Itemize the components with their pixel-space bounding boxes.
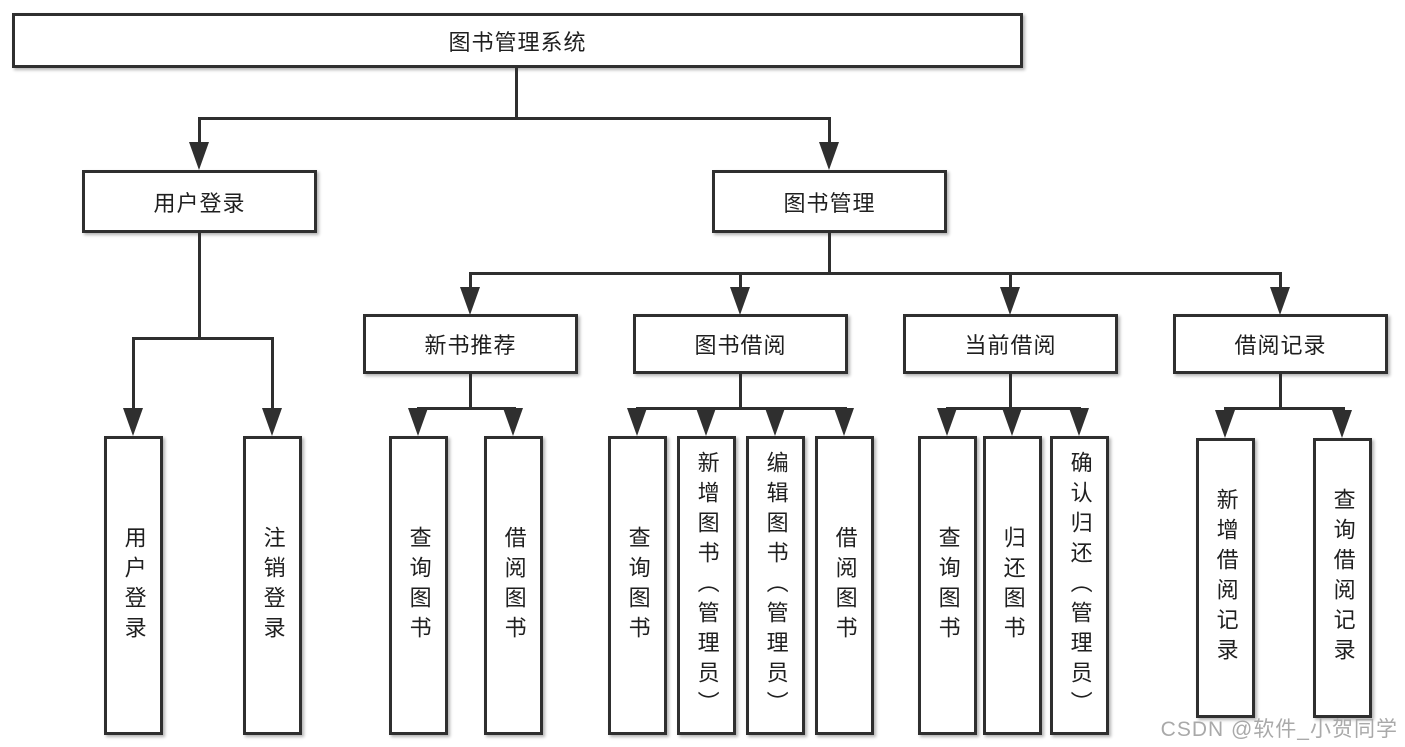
connector-vline xyxy=(1009,374,1012,410)
node-label: 新增图书（管理员） xyxy=(694,450,720,721)
arrow-down-icon xyxy=(1215,410,1235,438)
node-label: 查询借阅记录 xyxy=(1330,488,1356,668)
leaf-borrow-books-recommend: 借阅图书 xyxy=(484,436,543,735)
node-current-borrow: 当前借阅 xyxy=(903,314,1118,374)
connector-vline xyxy=(515,68,518,120)
node-label: 查询图书 xyxy=(406,525,432,646)
arrow-down-icon xyxy=(408,408,428,436)
connector-vline xyxy=(828,233,831,275)
arrow-down-icon xyxy=(1069,408,1089,436)
node-new-book-recommend: 新书推荐 xyxy=(363,314,578,374)
arrow-down-icon xyxy=(189,142,209,170)
connector-vline xyxy=(198,233,201,340)
node-label: 新书推荐 xyxy=(424,333,517,358)
connector-hline xyxy=(1224,407,1345,410)
node-label: 图书管理系统 xyxy=(448,29,587,55)
connector-vline xyxy=(469,374,472,410)
arrow-down-icon xyxy=(696,408,716,436)
arrow-down-icon xyxy=(819,142,839,170)
leaf-logout: 注销登录 xyxy=(243,436,302,735)
leaf-query-books-borrow: 查询图书 xyxy=(608,436,667,735)
leaf-user-login: 用户登录 xyxy=(104,436,163,735)
arrow-down-icon xyxy=(262,408,282,436)
connector-vline xyxy=(1279,272,1282,289)
arrow-down-icon xyxy=(1332,410,1352,438)
node-label: 当前借阅 xyxy=(964,333,1057,358)
node-label: 图书借阅 xyxy=(694,333,787,358)
leaf-query-books-recommend: 查询图书 xyxy=(389,436,448,735)
connector-hline xyxy=(469,272,1282,275)
node-label: 确认归还（管理员） xyxy=(1067,450,1093,721)
leaf-return-books: 归还图书 xyxy=(983,436,1042,735)
node-label: 用户登录 xyxy=(121,525,147,646)
csdn-watermark: CSDN @软件_小贺同学 xyxy=(1160,718,1398,741)
node-user-login: 用户登录 xyxy=(82,170,317,233)
arrow-down-icon xyxy=(1002,408,1022,436)
node-label: 注销登录 xyxy=(260,525,286,646)
leaf-query-borrow-record: 查询借阅记录 xyxy=(1313,438,1372,718)
connector-hline xyxy=(636,407,847,410)
leaf-edit-books-admin: 编辑图书（管理员） xyxy=(746,436,805,735)
connector-vline xyxy=(739,272,742,289)
arrow-down-icon xyxy=(503,408,523,436)
node-label: 查询图书 xyxy=(625,525,651,646)
node-library-system: 图书管理系统 xyxy=(12,13,1023,68)
connector-hline xyxy=(132,337,274,340)
connector-hline xyxy=(198,117,831,120)
node-book-management: 图书管理 xyxy=(712,170,947,233)
arrow-down-icon xyxy=(460,287,480,315)
connector-vline xyxy=(198,117,201,144)
leaf-add-books-admin: 新增图书（管理员） xyxy=(677,436,736,735)
node-label: 借阅记录 xyxy=(1234,333,1327,358)
connector-hline xyxy=(417,407,516,410)
connector-vline xyxy=(739,374,742,410)
arrow-down-icon xyxy=(627,408,647,436)
node-label: 查询图书 xyxy=(935,525,961,646)
arrow-down-icon xyxy=(937,408,957,436)
leaf-borrow-books: 借阅图书 xyxy=(815,436,874,735)
node-borrow-records: 借阅记录 xyxy=(1173,314,1388,374)
connector-vline xyxy=(1279,374,1282,410)
connector-vline xyxy=(132,337,135,412)
connector-vline xyxy=(271,337,274,412)
leaf-add-borrow-record: 新增借阅记录 xyxy=(1196,438,1255,718)
node-label: 图书管理 xyxy=(783,190,876,216)
connector-vline xyxy=(469,272,472,289)
arrow-down-icon xyxy=(123,408,143,436)
arrow-down-icon xyxy=(1270,287,1290,315)
leaf-confirm-return-admin: 确认归还（管理员） xyxy=(1050,436,1109,735)
arrow-down-icon xyxy=(730,287,750,315)
node-label: 归还图书 xyxy=(1000,525,1026,646)
arrow-down-icon xyxy=(834,408,854,436)
node-book-borrow: 图书借阅 xyxy=(633,314,848,374)
arrow-down-icon xyxy=(1000,287,1020,315)
node-label: 借阅图书 xyxy=(832,525,858,646)
node-label: 编辑图书（管理员） xyxy=(763,450,789,721)
connector-vline xyxy=(828,117,831,144)
node-label: 新增借阅记录 xyxy=(1213,488,1239,668)
leaf-query-books-current: 查询图书 xyxy=(918,436,977,735)
arrow-down-icon xyxy=(765,408,785,436)
node-label: 借阅图书 xyxy=(501,525,527,646)
connector-vline xyxy=(1009,272,1012,289)
node-label: 用户登录 xyxy=(153,190,246,216)
